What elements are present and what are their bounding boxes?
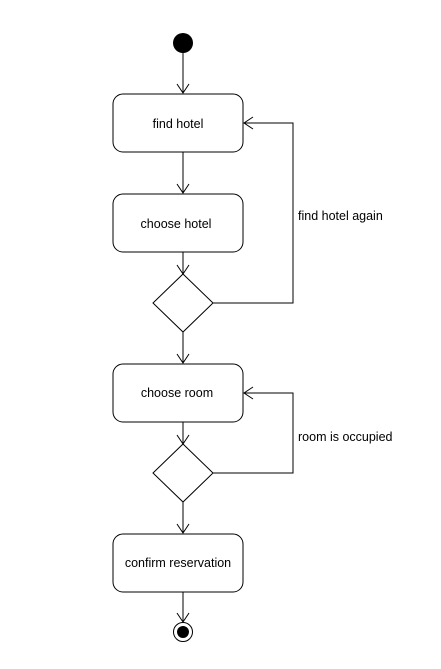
edge-label-find-hotel-again: find hotel again <box>298 209 383 223</box>
action-confirm-reservation: confirm reservation <box>112 533 244 593</box>
edge-start-to-find-hotel <box>176 53 190 94</box>
action-choose-hotel-label: choose hotel <box>141 217 212 231</box>
action-choose-hotel: choose hotel <box>112 193 244 253</box>
action-find-hotel: find hotel <box>112 93 244 153</box>
action-confirm-reservation-label: confirm reservation <box>125 556 231 570</box>
final-node <box>173 622 193 642</box>
edge-find-to-choose-hotel <box>176 152 190 194</box>
decision-node-1 <box>152 273 214 333</box>
initial-node <box>173 33 193 53</box>
edge-label-room-is-occupied: room is occupied <box>298 430 393 444</box>
action-choose-room-label: choose room <box>141 386 213 400</box>
edge-confirm-to-final <box>176 592 190 623</box>
edge-decision-1-to-choose-room <box>176 332 190 364</box>
edge-loop-room-is-occupied <box>213 386 294 474</box>
edge-choose-hotel-to-decision-1 <box>176 252 190 275</box>
decision-node-2 <box>152 443 214 503</box>
action-find-hotel-label: find hotel <box>153 117 204 131</box>
edge-choose-room-to-decision-2 <box>176 422 190 445</box>
action-choose-room: choose room <box>112 363 244 423</box>
edge-decision-2-to-confirm <box>176 502 190 534</box>
edge-loop-find-hotel-again <box>213 116 294 304</box>
